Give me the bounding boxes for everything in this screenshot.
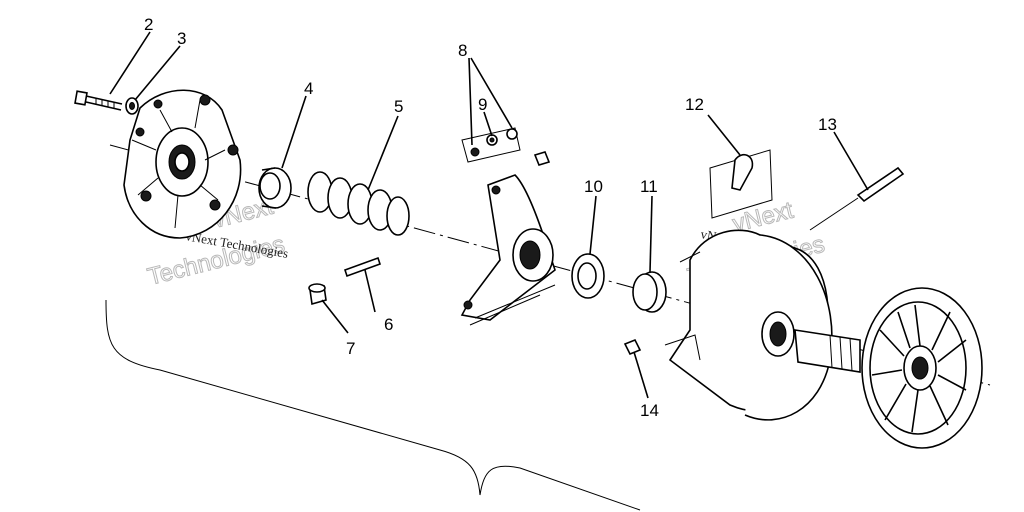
moveable-sheave (664, 229, 833, 421)
part-14-nut (623, 338, 642, 356)
callout-6: 6 (384, 315, 393, 334)
callout-4: 4 (304, 79, 313, 98)
callout-9: 9 (478, 95, 487, 114)
part-11-bushing (632, 271, 667, 313)
callout-12: 12 (685, 95, 704, 114)
callout-14: 14 (640, 401, 659, 420)
callout-labels: 2 3 4 5 6 7 8 9 10 11 12 13 14 (144, 15, 837, 420)
part-2-bolt (74, 90, 123, 111)
fixed-sheave-shaft (794, 287, 983, 449)
callout-10: 10 (584, 177, 603, 196)
callout-5: 5 (394, 97, 403, 116)
part-10-washer (571, 253, 605, 299)
part-4-bushing (258, 167, 292, 209)
spider-cover-plate (123, 89, 242, 239)
part-8-9-fasteners (461, 127, 551, 166)
part-6-pin (343, 256, 382, 278)
part-3-washer (125, 97, 139, 115)
callout-2: 2 (144, 15, 153, 34)
leader-lines (109, 31, 869, 399)
callout-11: 11 (640, 177, 658, 196)
spider-arm (460, 174, 556, 326)
part-13-pin (809, 166, 905, 231)
callout-7: 7 (346, 339, 355, 358)
part-12-clip (709, 149, 773, 219)
callout-13: 13 (818, 115, 837, 134)
callout-8: 8 (458, 41, 467, 60)
part-5-spring (307, 171, 410, 236)
part-7-small-bushing (308, 283, 327, 306)
assembly-brace (105, 299, 641, 511)
callout-3: 3 (177, 29, 186, 48)
